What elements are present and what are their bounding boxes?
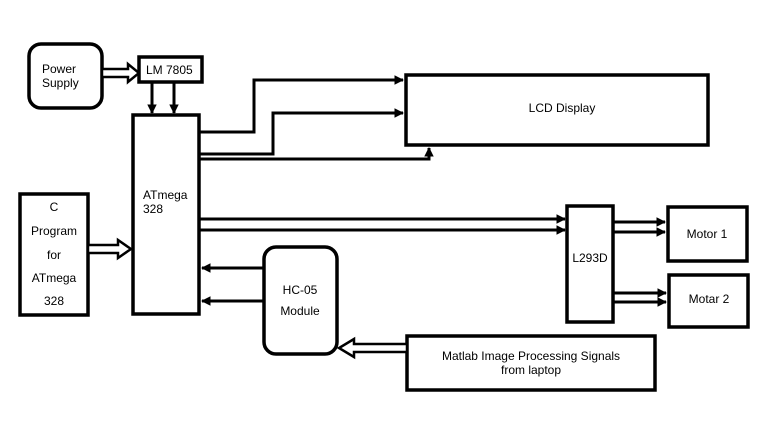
motor1-label: Motor 1 — [687, 227, 728, 241]
c-program-label-line3: for — [47, 248, 61, 262]
matlab-label-line1: Matlab Image Processing Signals — [442, 349, 620, 363]
c-program-label-line2: Program — [31, 224, 77, 238]
power-supply-block: Power Supply — [27, 42, 104, 110]
motor1-block: Motor 1 — [666, 205, 749, 263]
lcd-display-block: LCD Display — [404, 73, 710, 147]
motor-driver-label: L293D — [572, 251, 608, 265]
matlab-label-line2: from laptop — [501, 363, 561, 377]
power-supply-label-line1: Power — [42, 62, 76, 76]
bluetooth-module-block: HC-05 Module — [262, 245, 339, 356]
c-program-block: C Program for ATmega 328 — [18, 192, 90, 317]
motor2-block: Motar 2 — [667, 273, 750, 329]
matlab-to-bluetooth-arrow — [336, 336, 409, 360]
mcu-to-lcd-wire-2 — [199, 108, 404, 156]
motor2-label: Motar 2 — [689, 292, 730, 306]
mcu-label-line2: 328 — [143, 202, 163, 216]
c-program-label-line4: ATmega — [32, 271, 77, 285]
regulator-block: LM 7805 — [137, 55, 204, 84]
motor-driver-block: L293D — [565, 204, 615, 324]
mcu-to-lcd-wire-1 — [199, 75, 404, 134]
program-to-mcu-arrow — [86, 237, 134, 261]
bluetooth-label-line2: Module — [280, 304, 320, 318]
lcd-display-label: LCD Display — [529, 101, 596, 115]
mcu-block: ATmega 328 — [131, 113, 201, 316]
c-program-label-line5: 328 — [44, 294, 64, 308]
bluetooth-label-line1: HC-05 — [283, 283, 318, 297]
power-supply-label-line2: Supply — [42, 76, 79, 90]
matlab-signals-block: Matlab Image Processing Signals from lap… — [405, 334, 657, 392]
power-to-regulator-arrow — [100, 61, 141, 85]
mcu-label-line1: ATmega — [143, 188, 188, 202]
mcu-to-lcd-wire-3 — [199, 147, 434, 161]
regulator-label: LM 7805 — [146, 63, 193, 77]
c-program-label-line1: C — [50, 200, 59, 214]
